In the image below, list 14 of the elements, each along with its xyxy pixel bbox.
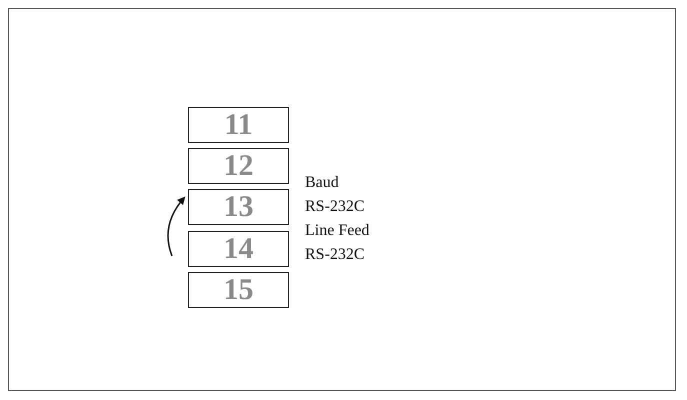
box-number: 12 (224, 151, 254, 181)
setting-label: RS-232C (305, 247, 365, 263)
number-box (188, 189, 289, 225)
setting-label: Baud (305, 175, 339, 191)
setting-label: Line Feed (305, 223, 370, 239)
box-number: 11 (224, 110, 253, 140)
number-box (188, 231, 289, 267)
box-number: 15 (224, 275, 254, 305)
number-box (188, 272, 289, 308)
box-number: 13 (224, 192, 254, 222)
number-box (188, 148, 289, 184)
number-box (188, 107, 289, 143)
setting-label: RS-232C (305, 199, 365, 215)
box-number: 14 (224, 234, 254, 264)
